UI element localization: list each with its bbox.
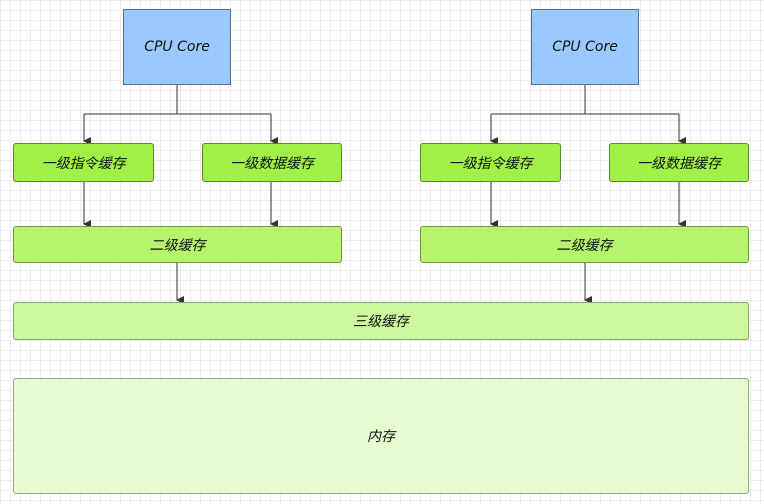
main-memory-box: 内存: [13, 378, 749, 494]
right-cpu-core-box: CPU Core: [531, 9, 639, 85]
l3-cache-label: 三级缓存: [353, 314, 409, 330]
left-cpu-core-box: CPU Core: [123, 9, 231, 85]
left-l2-cache-box: 二级缓存: [13, 226, 342, 263]
left-l1-instruction-cache-box: 一级指令缓存: [13, 143, 154, 182]
main-memory-label: 内存: [367, 429, 395, 445]
right-l2-cache-label: 二级缓存: [556, 237, 613, 254]
left-l1-data-cache-label: 一级数据缓存: [230, 155, 314, 172]
right-l1-instruction-cache-box: 一级指令缓存: [420, 143, 561, 182]
right-l1-data-cache-box: 一级数据缓存: [609, 143, 749, 182]
right-l1-data-cache-label: 一级数据缓存: [637, 155, 721, 172]
left-cpu-to-l1-connector: [83, 84, 278, 145]
left-cpu-core-label: CPU Core: [144, 39, 210, 55]
right-cpu-core-label: CPU Core: [552, 39, 618, 55]
l3-cache-box: 三级缓存: [13, 302, 749, 340]
right-l1-instruction-cache-label: 一级指令缓存: [448, 155, 533, 172]
left-l2-cache-label: 二级缓存: [149, 237, 206, 254]
left-l1-data-cache-box: 一级数据缓存: [202, 143, 342, 182]
right-cpu-to-l1-connector: [490, 84, 686, 145]
right-l2-cache-box: 二级缓存: [420, 226, 749, 263]
left-l1-instruction-cache-label: 一级指令缓存: [41, 155, 126, 172]
